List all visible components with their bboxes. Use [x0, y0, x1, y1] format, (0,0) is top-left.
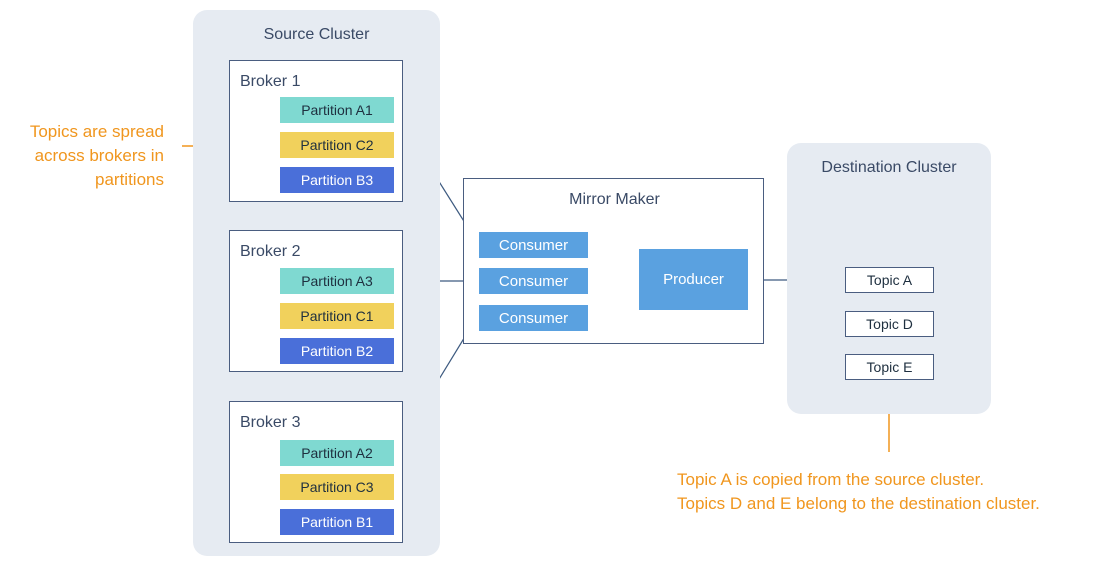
partition-a1: Partition A1 [280, 97, 394, 123]
broker-title: Broker 3 [240, 414, 301, 431]
topic-d: Topic D [845, 311, 934, 337]
consumer-3: Consumer [479, 305, 588, 331]
bottom-note-line: Topic A is copied from the source cluste… [677, 470, 985, 489]
partition-c1: Partition C1 [280, 303, 394, 329]
partition-b2: Partition B2 [280, 338, 394, 364]
partition-c3: Partition C3 [280, 474, 394, 500]
producer: Producer [639, 249, 748, 310]
partition-a2: Partition A2 [280, 440, 394, 466]
left-note-line: Topics are spread [29, 122, 164, 141]
consumer-1: Consumer [479, 232, 588, 258]
bottom-note: Topic A is copied from the source cluste… [677, 468, 1107, 516]
mirror-maker-title: Mirror Maker [569, 191, 660, 208]
broker-title: Broker 2 [240, 243, 301, 260]
topic-e: Topic E [845, 354, 934, 380]
partition-b1: Partition B1 [280, 509, 394, 535]
broker-title: Broker 1 [240, 73, 301, 90]
partition-b3: Partition B3 [280, 167, 394, 193]
topic-a: Topic A [845, 267, 934, 293]
destination-cluster-title: Destination Cluster [821, 159, 957, 176]
left-note: Topics are spread across brokers in part… [0, 120, 164, 192]
bottom-note-line: Topics D and E belong to the destination… [677, 494, 1040, 513]
partition-c2: Partition C2 [280, 132, 394, 158]
partition-a3: Partition A3 [280, 268, 394, 294]
consumer-2: Consumer [479, 268, 588, 294]
source-cluster-title: Source Cluster [263, 26, 370, 43]
left-note-line: across brokers in [34, 146, 164, 165]
left-note-line: partitions [95, 170, 164, 189]
